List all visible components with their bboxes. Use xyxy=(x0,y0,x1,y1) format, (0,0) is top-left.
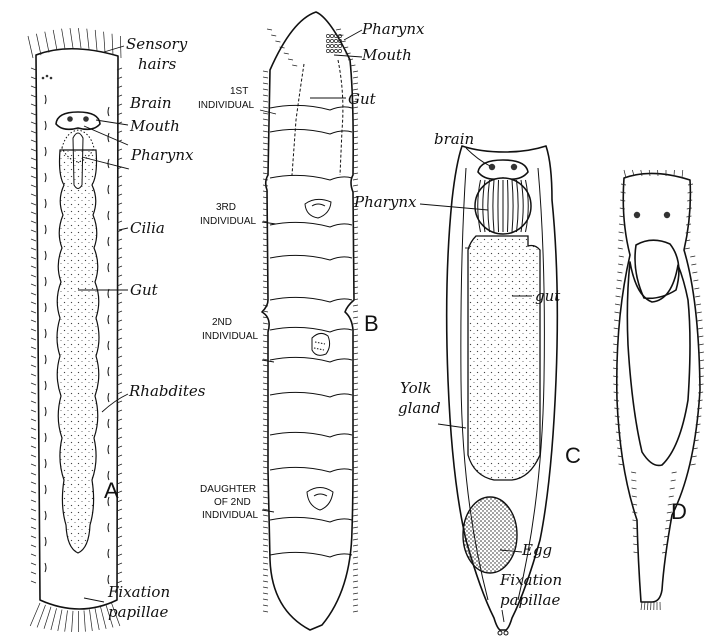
panel-letter-a: A xyxy=(104,478,119,503)
panel-a-brain xyxy=(56,112,100,129)
panel-c-egg xyxy=(463,497,517,573)
panel-b-pharynx xyxy=(326,34,341,52)
label-brain-c: brain xyxy=(434,130,474,148)
panel-b-body-outline xyxy=(262,12,354,630)
panel-c-eyespots xyxy=(489,164,517,170)
label-pharynx-b: Pharynx xyxy=(361,20,425,38)
label-pharynx-a: Pharynx xyxy=(130,146,194,164)
label-brain-a: Brain xyxy=(129,94,172,112)
panel-b-pharynx-second xyxy=(312,333,330,355)
panel-d-body-outline xyxy=(617,173,700,602)
panel-a-eyespots xyxy=(67,116,89,122)
panel-b-gut xyxy=(292,60,343,175)
panel-c-fixation-papillae xyxy=(498,631,508,635)
panel-letter-c: C xyxy=(565,443,581,468)
panel-b-cilia xyxy=(263,29,358,612)
label-gut-a: Gut xyxy=(130,281,159,299)
panel-b-pharynx-third xyxy=(305,199,331,218)
label-mouth-b: Mouth xyxy=(361,46,412,64)
panel-a-rim-dots xyxy=(42,75,53,80)
label-pharynx-c: Pharynx xyxy=(353,193,417,211)
panel-d-tail-papillae xyxy=(641,602,660,610)
panel-d: D xyxy=(613,170,704,610)
label-rhabdites-a: Rhabdites xyxy=(128,382,206,400)
label-gut-b: Gut xyxy=(348,90,377,108)
panel-b-leaders xyxy=(260,30,362,512)
panel-d-eyespots xyxy=(634,212,670,218)
panel-d-pharynx xyxy=(635,240,679,298)
panel-c-gut xyxy=(468,236,540,480)
panel-letter-d: D xyxy=(671,499,687,524)
panel-a-gut xyxy=(57,150,99,553)
panel-a-fixation-papillae xyxy=(30,603,120,632)
label-mouth-a: Mouth xyxy=(129,117,180,135)
panel-b-pharynx-daughter xyxy=(307,488,333,511)
label-egg: Egg xyxy=(521,541,552,559)
label-cilia-a: Cilia xyxy=(130,219,165,237)
panel-d-gut xyxy=(627,262,690,465)
panel-letter-b: B xyxy=(364,311,379,336)
label-gut-c: gut xyxy=(535,287,561,305)
panel-c-brain xyxy=(478,160,528,179)
